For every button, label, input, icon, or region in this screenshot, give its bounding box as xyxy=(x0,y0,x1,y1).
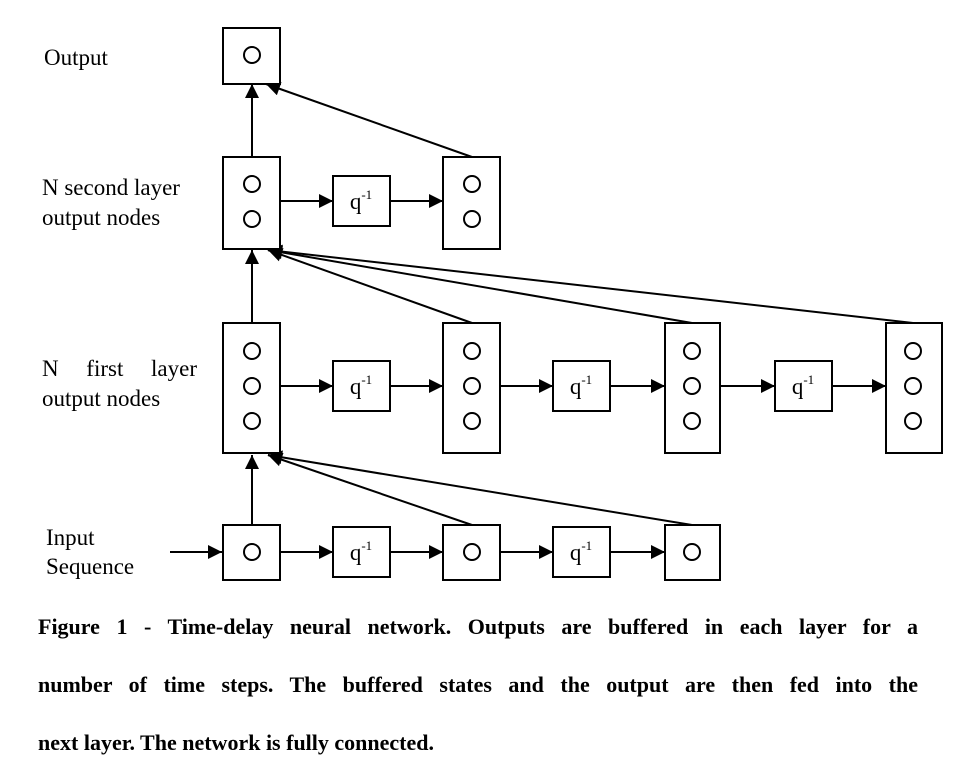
connector-line xyxy=(267,452,473,526)
first-layer-label-line2: output nodes xyxy=(42,386,161,411)
neuron xyxy=(243,543,261,561)
neuron xyxy=(243,46,261,64)
delay-box xyxy=(332,526,391,578)
connector-line xyxy=(267,245,693,324)
delay-box xyxy=(774,360,833,412)
second-layer-label-line2: output nodes xyxy=(42,205,161,230)
connector-line xyxy=(267,450,693,526)
second-layer-buffer-box xyxy=(442,156,501,250)
connector-line xyxy=(267,244,914,324)
figure-caption: Figure 1 - Time-delay neural network. Ou… xyxy=(38,598,918,772)
tdnn-diagram: q-1 q-1 q-1 q-1 q-1 q-1 xyxy=(170,27,943,581)
neuron xyxy=(243,412,261,430)
output-node-box xyxy=(222,27,281,85)
neuron xyxy=(463,412,481,430)
delay-labels: q-1 q-1 q-1 q-1 q-1 q-1 xyxy=(350,187,814,565)
neuron xyxy=(904,342,922,360)
neuron xyxy=(683,412,701,430)
delay-label: q-1 xyxy=(350,187,372,214)
neuron xyxy=(683,342,701,360)
neuron xyxy=(463,175,481,193)
connector-line xyxy=(265,82,473,158)
input-label-line2: Sequence xyxy=(46,554,135,579)
neuron xyxy=(243,175,261,193)
delay-box xyxy=(552,526,611,578)
caption-line: Figure 1 - Time-delay neural network. Ou… xyxy=(38,614,918,639)
delay-label: q-1 xyxy=(570,372,592,399)
caption-line: next layer. The network is fully connect… xyxy=(38,730,434,755)
neuron xyxy=(463,543,481,561)
neuron xyxy=(463,377,481,395)
delay-label: q-1 xyxy=(792,372,814,399)
input-label-line1: Input xyxy=(46,525,95,550)
neuron xyxy=(904,412,922,430)
neuron xyxy=(243,342,261,360)
second-layer-label: N second layer output nodes xyxy=(42,173,197,233)
neuron xyxy=(683,543,701,561)
neuron xyxy=(243,377,261,395)
neurons xyxy=(243,46,922,561)
connections xyxy=(170,82,914,559)
first-layer-label: N first layer output nodes xyxy=(42,354,197,414)
input-sequence-label: Input Sequence xyxy=(46,523,134,581)
delay-label: q-1 xyxy=(350,538,372,565)
delay-label: q-1 xyxy=(350,372,372,399)
neuron xyxy=(463,210,481,228)
neuron xyxy=(683,377,701,395)
delay-box xyxy=(332,175,391,227)
connector-line xyxy=(267,248,473,324)
second-layer-box xyxy=(222,156,281,250)
delay-box xyxy=(552,360,611,412)
neuron xyxy=(243,210,261,228)
delay-box xyxy=(332,360,391,412)
neuron xyxy=(463,342,481,360)
first-layer-label-line1: N first layer xyxy=(42,356,197,381)
caption-line: number of time steps. The buffered state… xyxy=(38,672,918,697)
second-layer-label-line1: N second layer xyxy=(42,175,180,200)
neuron xyxy=(904,377,922,395)
delay-label: q-1 xyxy=(570,538,592,565)
output-label: Output xyxy=(44,45,108,70)
